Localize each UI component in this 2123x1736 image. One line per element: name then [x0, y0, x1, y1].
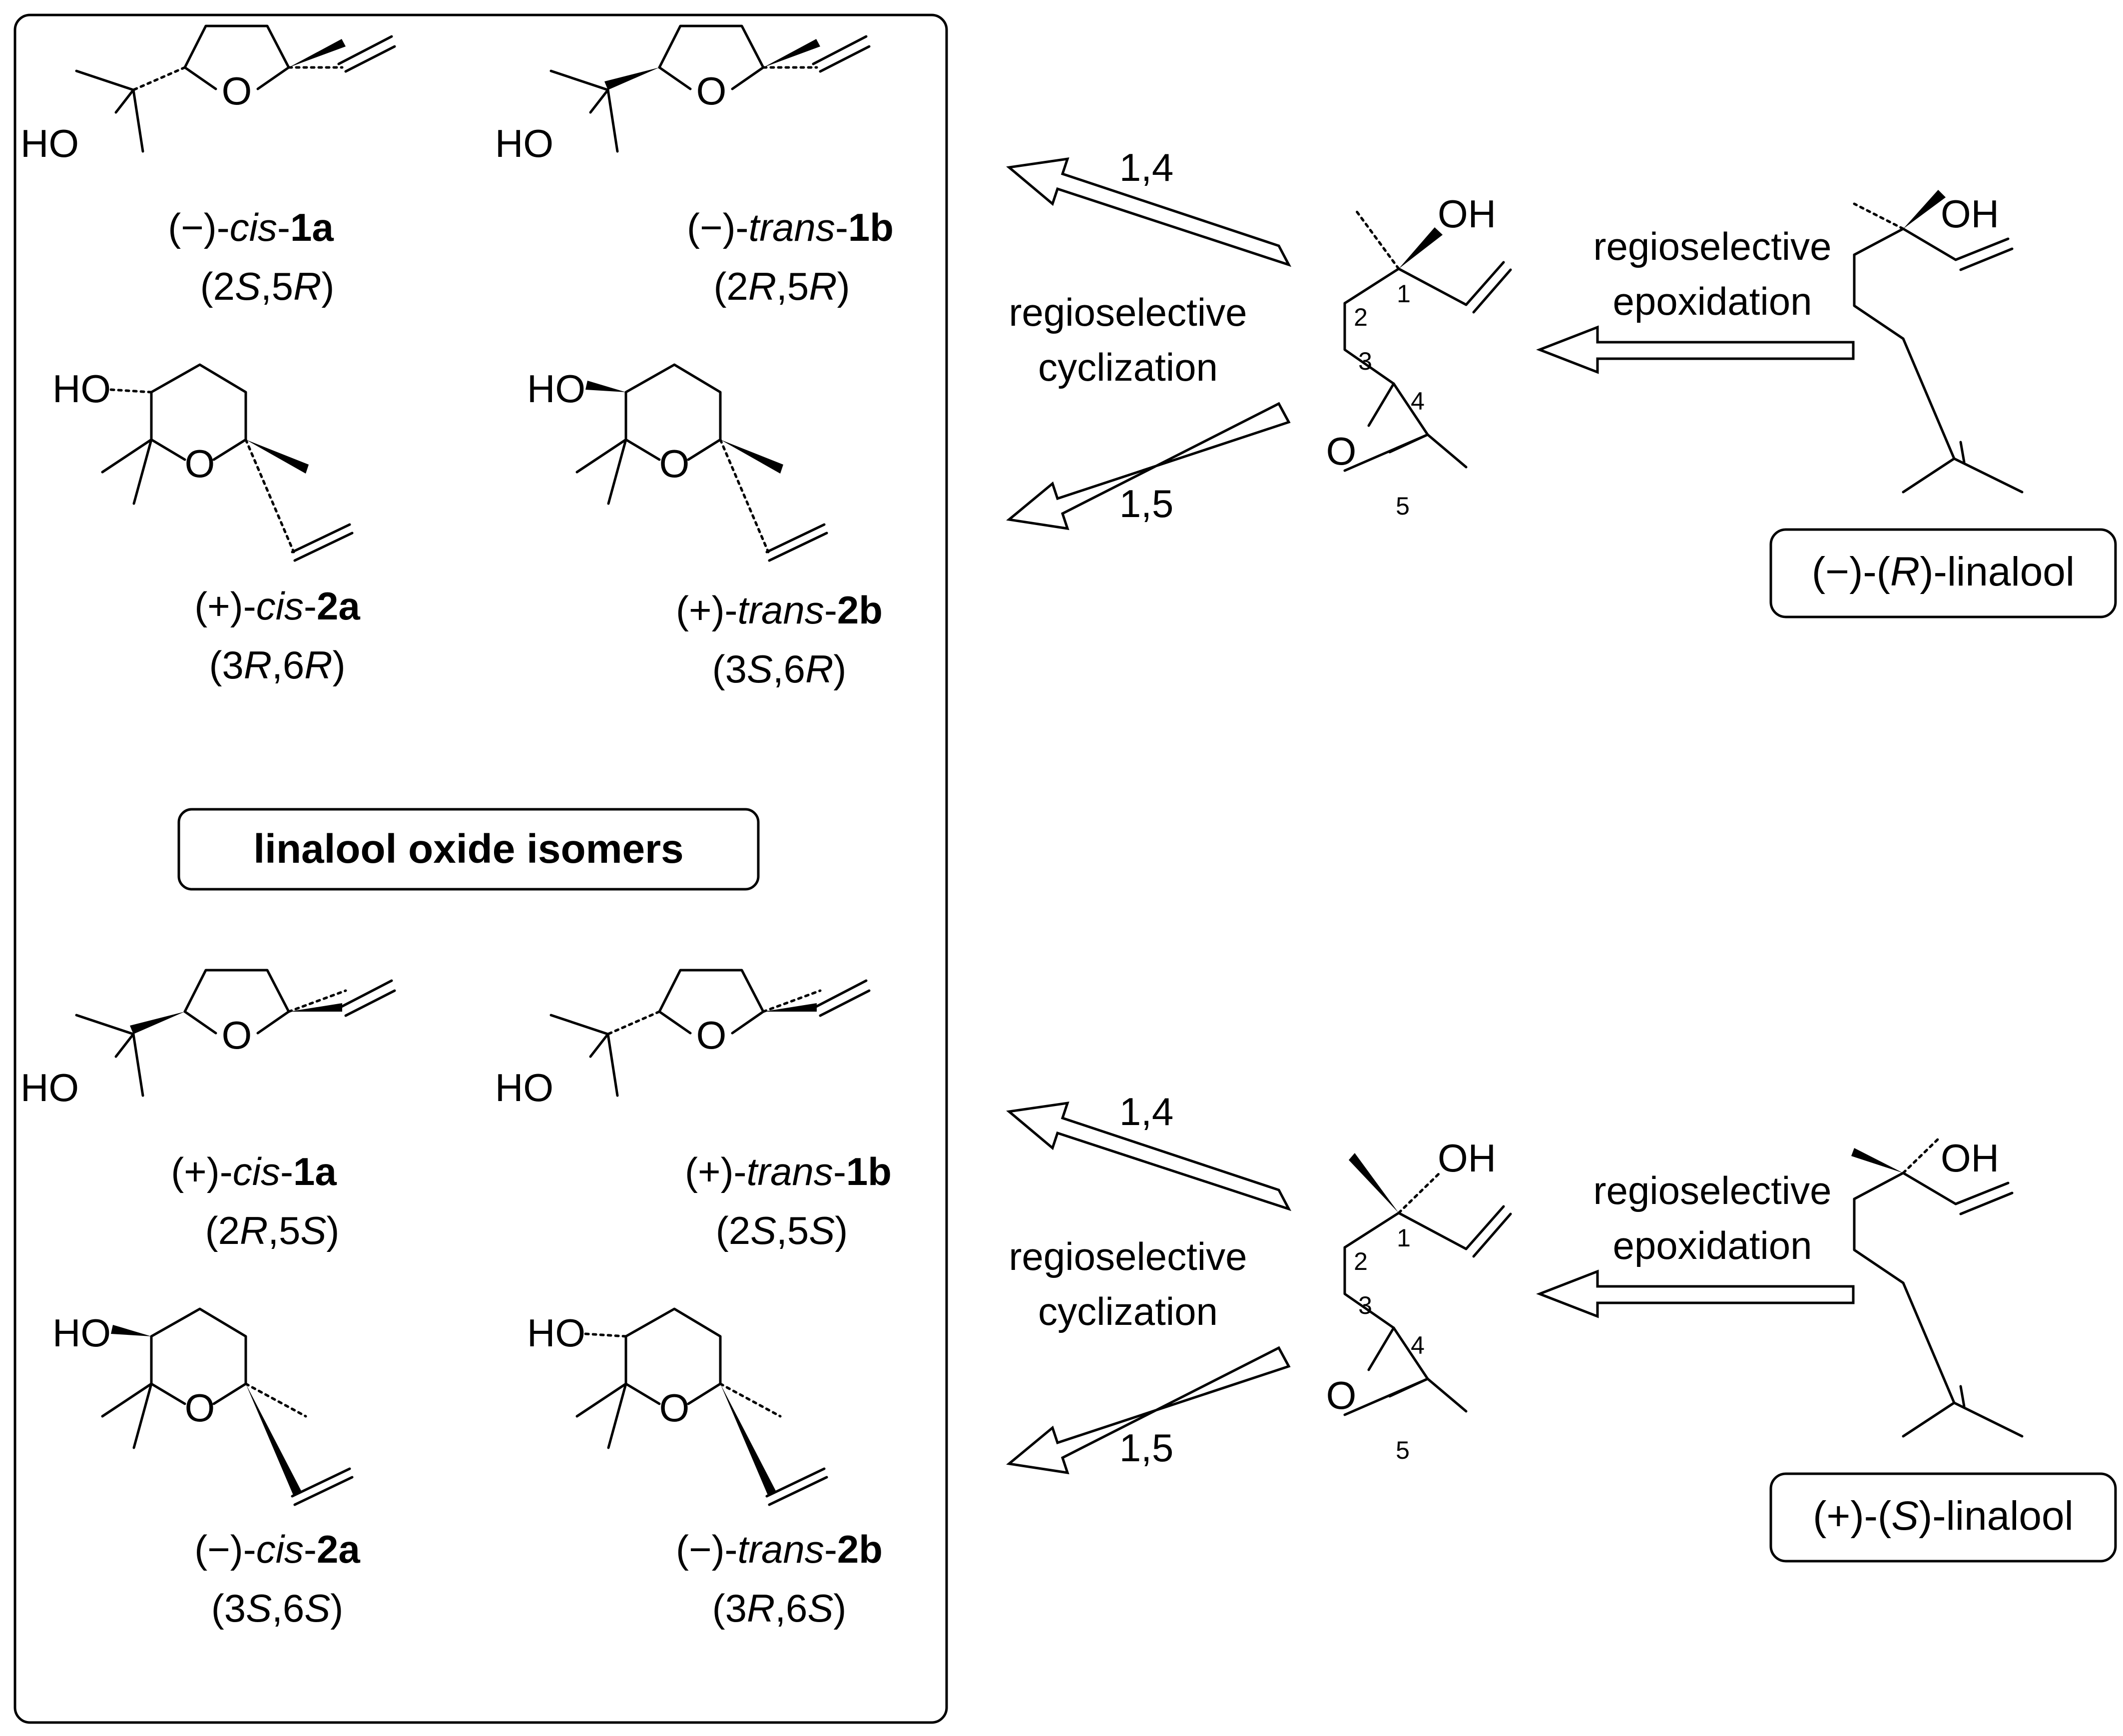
config-s-cis-2a: (3S,6S): [211, 1586, 343, 1630]
path-label-1-4-bottom: 1,4: [1119, 1090, 1173, 1134]
structure-epoxide-s: OH: [1326, 1136, 1511, 1464]
path-label-1-5-top: 1,5: [1119, 482, 1173, 526]
structure-r-linalool: OH: [1853, 190, 2022, 492]
structure-r-cis-2a: [52, 365, 352, 561]
svg-text:OH: OH: [1438, 1136, 1496, 1180]
cyclization-label-top-1: regioselective: [1009, 290, 1247, 334]
structure-r-trans-2b: [527, 365, 827, 561]
epoxidation-label-bottom-1: regioselective: [1593, 1168, 1832, 1212]
label-r-linalool: (−)-(R)-linalool: [1812, 549, 2075, 594]
label-r-cis-2a: (+)-cis-2a: [194, 584, 360, 628]
config-r-cis-2a: (3R,6R): [209, 643, 345, 687]
label-r-trans-1b: (−)-trans-1b: [687, 205, 894, 249]
label-s-linalool: (+)-(S)-linalool: [1813, 1493, 2074, 1539]
isomer-box-label-frame: [177, 808, 760, 891]
cyclization-label-bottom-2: cyclization: [1038, 1289, 1218, 1333]
svg-text:OH: OH: [1941, 192, 1999, 236]
arrow-epoxidation-bottom: [1536, 1269, 1855, 1318]
structure-s-linalool: OH: [1851, 1136, 2022, 1436]
arrow-1-5-bottom: [1006, 1346, 1291, 1475]
label-s-cis-1a: (+)-cis-1a: [171, 1150, 337, 1193]
label-s-cis-2a: (−)-cis-2a: [194, 1527, 360, 1571]
epoxidation-label-top-2: epoxidation: [1613, 279, 1812, 323]
label-r-cis-1a: (−)-cis-1a: [168, 205, 334, 249]
config-s-trans-2b: (3R,6S): [712, 1586, 847, 1630]
svg-text:OH: OH: [1941, 1136, 1999, 1180]
path-label-1-4-top: 1,4: [1119, 145, 1173, 189]
cyclization-label-bottom-1: regioselective: [1009, 1234, 1247, 1278]
structure-epoxide-r: OH: [1326, 192, 1511, 520]
isomer-box: [13, 13, 948, 1724]
label-s-trans-1b: (+)-trans-1b: [685, 1150, 892, 1193]
structure-s-cis-1a: [20, 970, 395, 1110]
structure-s-trans-2b: [527, 1309, 827, 1505]
arrow-epoxidation-top: [1536, 325, 1855, 374]
structure-r-cis-1a: [20, 26, 395, 165]
config-r-trans-1b: (2R,5R): [713, 264, 850, 308]
structure-s-trans-1b: [495, 970, 869, 1110]
arrow-1-5-top: [1006, 402, 1291, 531]
label-s-trans-2b: (−)-trans-2b: [676, 1527, 883, 1571]
label-r-trans-2b: (+)-trans-2b: [676, 588, 883, 632]
epoxidation-label-top-1: regioselective: [1593, 224, 1832, 268]
cyclization-label-top-2: cyclization: [1038, 345, 1218, 389]
s-linalool-label-frame: [1769, 1472, 2117, 1563]
structure-r-trans-1b: [495, 26, 869, 165]
config-r-cis-1a: (2S,5R): [200, 264, 335, 308]
config-r-trans-2b: (3S,6R): [712, 647, 847, 691]
r-linalool-label-frame: [1769, 528, 2117, 618]
arrow-1-4-top: [1006, 157, 1292, 267]
isomer-box-title: linalool oxide isomers: [253, 826, 683, 872]
structure-s-cis-2a: [52, 1309, 352, 1505]
path-label-1-5-bottom: 1,5: [1119, 1426, 1173, 1470]
svg-text:OH: OH: [1438, 192, 1496, 236]
config-s-cis-1a: (2R,5S): [205, 1208, 340, 1252]
arrow-1-4-bottom: [1006, 1101, 1292, 1211]
config-s-trans-1b: (2S,5S): [716, 1208, 848, 1252]
epoxidation-label-bottom-2: epoxidation: [1613, 1223, 1812, 1267]
